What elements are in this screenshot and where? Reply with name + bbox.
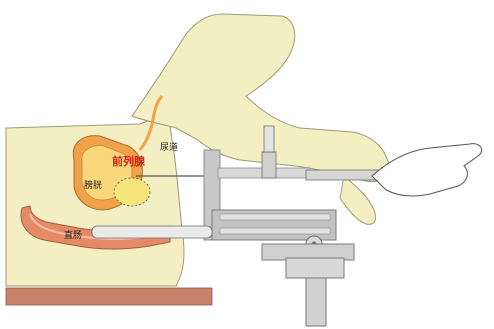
biopsy-gun-cap — [264, 126, 274, 152]
operator-hand — [372, 144, 482, 196]
support-column — [306, 278, 326, 326]
stepper-rail-top — [220, 214, 330, 220]
label-urethra: 尿道 — [160, 141, 178, 153]
label-prostate: 前列腺 — [112, 154, 146, 168]
support-clamp — [286, 258, 344, 278]
prostate — [114, 178, 150, 206]
patient-foot — [340, 176, 376, 224]
biopsy-handpiece — [306, 170, 382, 180]
ultrasound-probe — [92, 226, 212, 238]
examination-table — [6, 288, 212, 305]
biopsy-gun — [262, 152, 276, 178]
label-rectum: 直肠 — [64, 229, 82, 241]
label-bladder: 膀胱 — [84, 179, 102, 191]
stepper-rail-bottom — [220, 228, 330, 234]
